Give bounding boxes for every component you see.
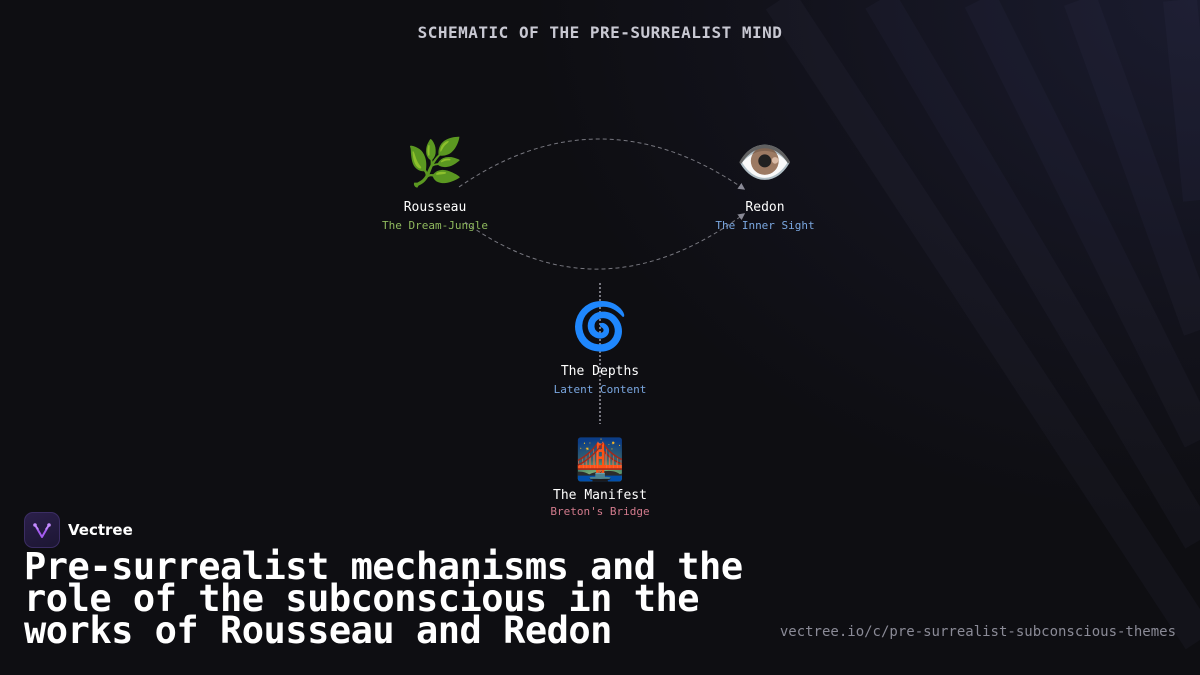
node-title: Redon [745, 200, 785, 215]
eye-icon: 👁️ [736, 135, 794, 189]
node-subtitle: Breton's Bridge [550, 505, 650, 518]
connector-rousseau-to-redon [458, 138, 746, 190]
node-subtitle: The Dream-Jungle [382, 219, 488, 232]
node-title: The Depths [560, 364, 640, 379]
spiral-icon: 🌀 [571, 299, 629, 353]
node-title: The Manifest [553, 488, 647, 503]
node-redon: 👁️ Redon The Inner Sight [665, 134, 865, 232]
node-manifest: 🌉 The Manifest Breton's Bridge [500, 432, 700, 518]
node-title: Rousseau [403, 200, 467, 215]
node-subtitle: The Inner Sight [715, 219, 815, 232]
diagram-title: SCHEMATIC OF THE PRE-SURREALIST MIND [417, 23, 783, 42]
node-subtitle: Latent Content [553, 383, 647, 396]
connector-rousseau-to-redon-lower [464, 213, 746, 270]
headline: Pre-surrealist mechanisms and the role o… [24, 545, 743, 652]
page-url[interactable]: vectree.io/c/pre-surrealist-subconscious… [779, 624, 1176, 640]
vectree-logo-icon [24, 512, 60, 548]
bridge-icon: 🌉 [575, 437, 625, 483]
brand[interactable]: Vectree [24, 512, 133, 548]
node-depths: 🌀 The Depths Latent Content [500, 298, 700, 396]
leaf-icon: 🌿 [406, 135, 464, 189]
brand-name: Vectree [68, 521, 133, 539]
node-rousseau: 🌿 Rousseau The Dream-Jungle [335, 134, 535, 232]
